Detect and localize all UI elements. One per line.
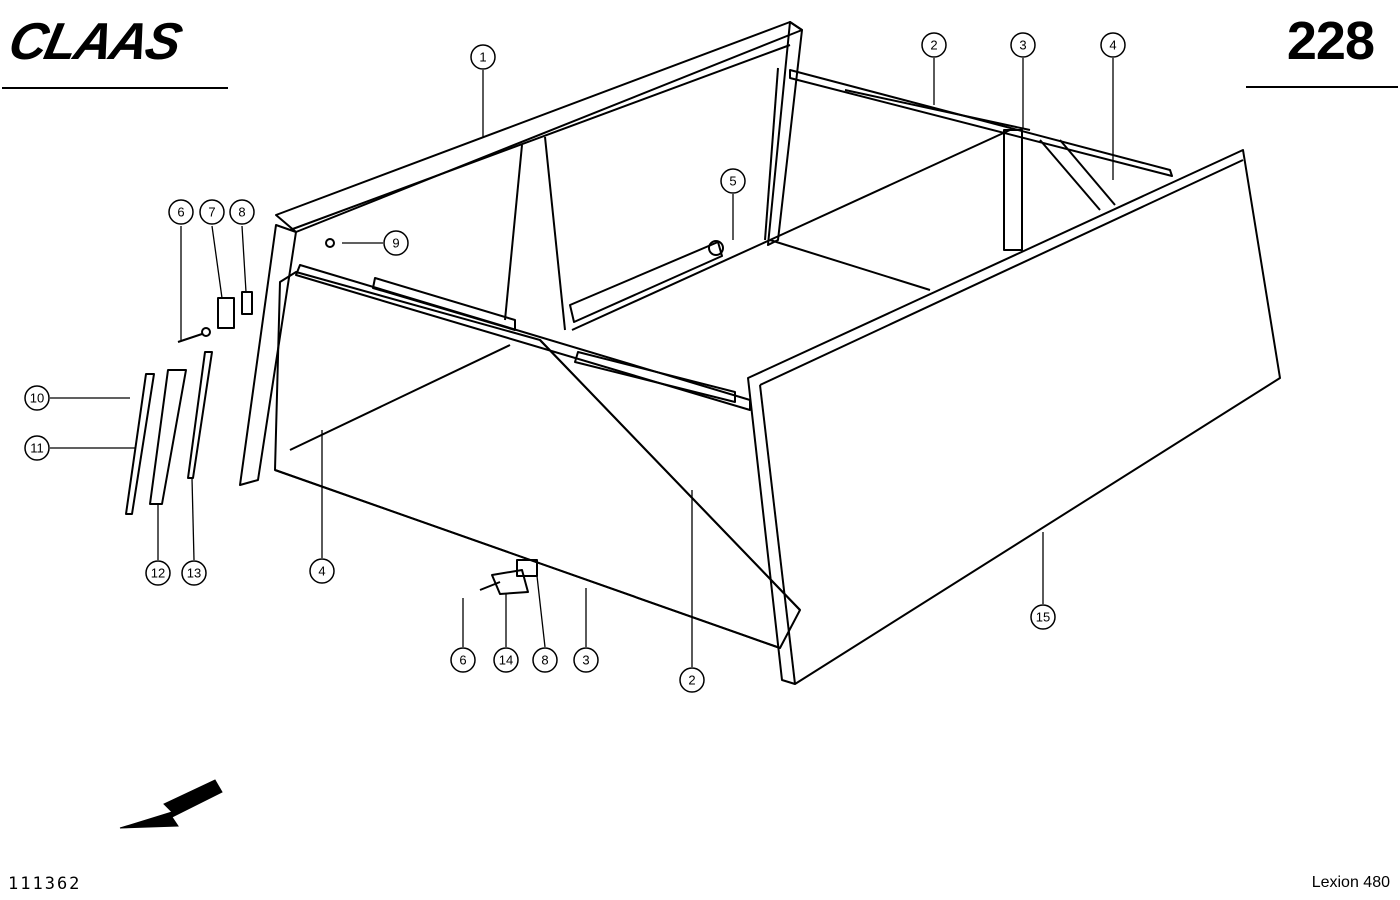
callout-1: 1 — [470, 44, 496, 70]
front-frame-right-post — [767, 21, 803, 246]
left-side-panel-4 — [274, 271, 801, 649]
strip-13 — [187, 351, 213, 479]
callout-13: 13 — [181, 560, 207, 586]
bolt-6 — [177, 333, 203, 343]
svg-text:4: 4 — [1109, 38, 1116, 53]
front-frame-left-post — [239, 224, 297, 486]
front-frame-top-rail — [275, 21, 803, 233]
svg-text:4: 4 — [318, 564, 325, 579]
callout-3-top: 3 — [1010, 32, 1036, 58]
rear-rail-bracket — [844, 89, 1031, 131]
svg-text:6: 6 — [459, 653, 466, 668]
bracket-14 — [491, 569, 529, 595]
callout-10: 10 — [24, 385, 50, 411]
svg-text:2: 2 — [688, 673, 695, 688]
callout-5: 5 — [720, 168, 746, 194]
right-side-panel-15 — [747, 149, 1281, 685]
cross-shaft — [569, 241, 723, 323]
svg-text:15: 15 — [1036, 610, 1050, 625]
svg-text:14: 14 — [499, 653, 513, 668]
callout-12: 12 — [145, 560, 171, 586]
svg-text:8: 8 — [238, 205, 245, 220]
front-frame-top-rail-inner — [289, 44, 791, 231]
callout-14: 14 — [493, 647, 519, 673]
left-panel-diagonal-brace — [539, 339, 801, 611]
frame-center-strut-right — [544, 136, 566, 331]
seal-strip-12 — [149, 369, 187, 505]
callout-15: 15 — [1030, 604, 1056, 630]
svg-text:3: 3 — [582, 653, 589, 668]
hinge-plate-7 — [217, 297, 235, 329]
callout-9: 9 — [383, 230, 409, 256]
right-panel-top-edge — [759, 159, 1244, 386]
callout-4-top: 4 — [1100, 32, 1126, 58]
svg-text:3: 3 — [1019, 38, 1026, 53]
callout-3-bottom: 3 — [573, 647, 599, 673]
callout-4-bottom: 4 — [309, 558, 335, 584]
strip-11 — [125, 373, 155, 515]
svg-text:13: 13 — [187, 566, 201, 581]
rear-cross-tie — [1039, 139, 1101, 211]
callout-8-left: 8 — [229, 199, 255, 225]
frame-inner-post — [764, 67, 779, 241]
hinge-plate-8 — [241, 291, 253, 315]
callout-6-left: 6 — [168, 199, 194, 225]
page-number: 228 — [1286, 11, 1375, 71]
floor-diagonal — [769, 129, 1011, 241]
svg-text:6: 6 — [177, 205, 184, 220]
middle-rail-bracket — [372, 277, 516, 331]
floor-line-back — [769, 239, 931, 291]
callout-11: 11 — [24, 435, 50, 461]
svg-text:2: 2 — [930, 38, 937, 53]
left-panel-inner-edge — [289, 344, 511, 451]
rear-top-rail-2 — [789, 69, 1173, 177]
callout-7: 7 — [199, 199, 225, 225]
right-panel-left-edge — [759, 384, 796, 685]
leader-lines — [50, 58, 1114, 667]
svg-text:12: 12 — [151, 566, 165, 581]
plate-8-bottom — [516, 559, 538, 577]
washer-6 — [201, 327, 211, 337]
bolt-6-bottom — [479, 581, 501, 591]
svg-text:10: 10 — [30, 391, 44, 406]
svg-text:11: 11 — [30, 441, 44, 456]
shaft-end-cap — [708, 240, 724, 256]
middle-rail-bracket-2 — [574, 351, 736, 403]
svg-text:7: 7 — [208, 205, 215, 220]
nut-9 — [325, 238, 335, 248]
rear-cross-tie-2 — [1059, 139, 1116, 206]
callout-2-bottom: 2 — [679, 667, 705, 693]
floor-line-front — [571, 239, 771, 331]
model-name: Lexion 480 — [1311, 874, 1390, 891]
svg-text:9: 9 — [392, 236, 399, 251]
svg-text:8: 8 — [541, 653, 548, 668]
drawing-number: 111362 — [8, 874, 82, 894]
rear-corner-post-3 — [1003, 129, 1023, 251]
callouts: 1 2 3 4 5 6 7 8 9 10 11 12 13 4 6 14 8 3… — [24, 32, 1126, 693]
svg-text:5: 5 — [729, 174, 736, 189]
frame-center-strut-left — [504, 144, 523, 321]
svg-text:1: 1 — [479, 50, 486, 65]
direction-arrow — [119, 779, 223, 829]
callout-8-bottom: 8 — [532, 647, 558, 673]
callout-2-top: 2 — [921, 32, 947, 58]
tank-assembly-drawing — [125, 21, 1281, 685]
callout-6-bottom: 6 — [450, 647, 476, 673]
